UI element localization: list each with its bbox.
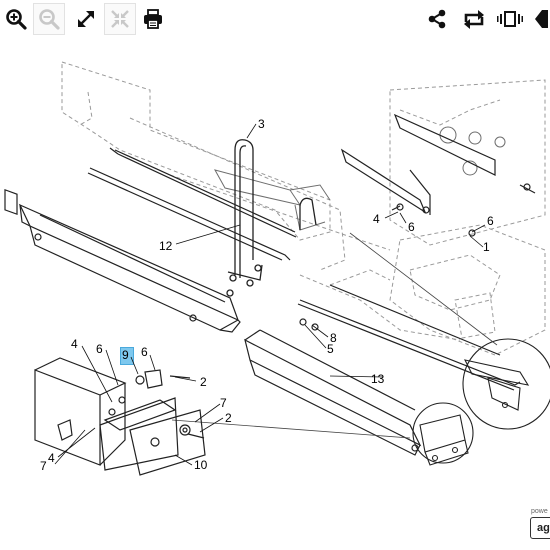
fit-icon [111, 10, 129, 28]
print-icon [144, 9, 162, 29]
callout-2[interactable]: 2 [225, 411, 232, 425]
callout-7[interactable]: 7 [220, 396, 227, 410]
callout-leaders [54, 123, 486, 466]
callout-9[interactable]: 9 [122, 348, 129, 362]
support-rod [87, 147, 297, 261]
powered-by-text: powe [531, 508, 548, 515]
callout-10[interactable]: 10 [194, 458, 208, 472]
callout-1[interactable]: 1 [483, 240, 490, 254]
callout-4[interactable]: 4 [373, 212, 380, 226]
callout-2[interactable]: 2 [200, 375, 207, 389]
parts-diagram[interactable]: 3 12 4 6 6 1 8 5 13 4 6 9 6 2 7 2 4 7 10 [0, 40, 550, 500]
brand-logo[interactable]: ag [530, 517, 550, 539]
zoom-out-icon [39, 9, 60, 30]
callout-6[interactable]: 6 [96, 342, 103, 356]
slideshow-button[interactable] [494, 3, 526, 35]
share-button[interactable] [421, 3, 453, 35]
toolbar [0, 0, 550, 40]
zoom-in-icon [6, 9, 27, 30]
rotate-icon [464, 10, 484, 29]
callout-6[interactable]: 6 [487, 214, 494, 228]
callout-4[interactable]: 4 [48, 451, 55, 465]
expand-icon [78, 11, 94, 27]
chevron-left-icon [535, 10, 548, 28]
print-button[interactable] [137, 3, 169, 35]
callout-13[interactable]: 13 [371, 372, 385, 386]
highlighted-callout-box[interactable] [120, 347, 134, 365]
u-bolt [226, 139, 317, 297]
background-frame [61, 61, 546, 356]
callout-4[interactable]: 4 [71, 337, 78, 351]
fullscreen-button[interactable] [70, 3, 102, 35]
callout-12[interactable]: 12 [159, 239, 173, 253]
share-icon [428, 9, 446, 29]
callout-8[interactable]: 8 [330, 331, 337, 345]
callout-3[interactable]: 3 [258, 117, 265, 131]
zoom-out-button[interactable] [33, 3, 65, 35]
left-channel [4, 189, 241, 333]
callout-6[interactable]: 6 [408, 220, 415, 234]
callout-7[interactable]: 7 [40, 459, 47, 473]
detail-circle [412, 338, 550, 466]
fit-button[interactable] [104, 3, 136, 35]
right-bracket [340, 113, 536, 237]
lower-left-assembly [34, 357, 206, 476]
callout-5[interactable]: 5 [327, 342, 334, 356]
callout-labels: 3 12 4 6 6 1 8 5 13 4 6 9 6 2 7 2 4 7 10 [40, 117, 494, 473]
lower-channel [244, 329, 422, 456]
rotate-button[interactable] [458, 3, 490, 35]
background-frame-solid [213, 126, 506, 231]
callout-6[interactable]: 6 [141, 345, 148, 359]
previous-button[interactable] [530, 3, 550, 35]
zoom-in-button[interactable] [0, 3, 32, 35]
leader-lines [171, 232, 498, 439]
slideshow-icon [497, 11, 523, 27]
